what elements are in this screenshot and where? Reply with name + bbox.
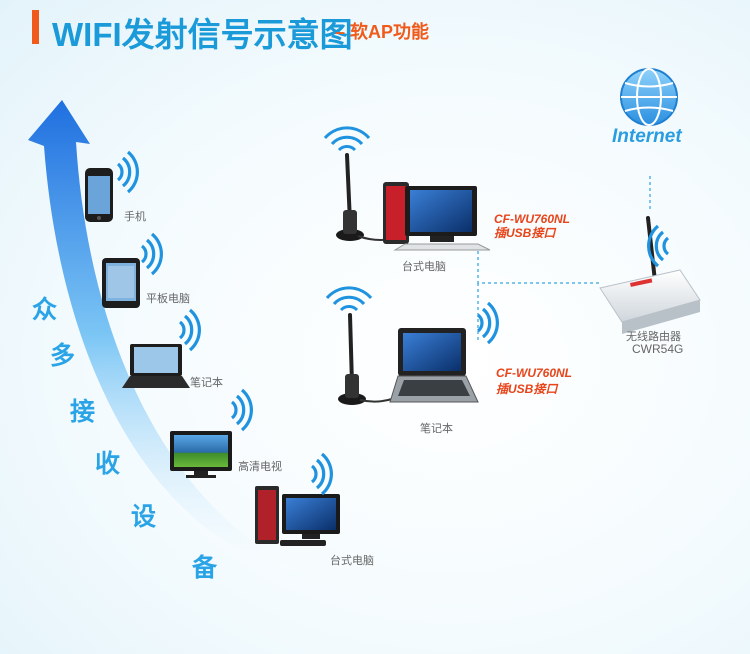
desktop-icon: [255, 486, 340, 546]
bottom-laptop-wifi-icon: [476, 301, 499, 345]
bottom-adapter-note: 插USB接口: [496, 382, 558, 396]
internet-globe-icon: [620, 68, 678, 126]
vertical-char: 众: [32, 296, 58, 324]
top-desktop-icon: [383, 182, 491, 251]
laptop-label: 笔记本: [190, 377, 223, 389]
page-title: WIFI发射信号示意图: [52, 16, 353, 53]
tv-icon: [170, 431, 232, 478]
phone-label: 手机: [124, 211, 146, 223]
connection-line: [477, 176, 651, 340]
top-adapter-model: CF-WU760NL: [494, 212, 571, 226]
tablet-icon: [102, 258, 140, 308]
bottom-laptop-icon: [389, 328, 479, 403]
router-icon: [599, 216, 701, 334]
internet-label: Internet: [612, 126, 682, 147]
bottom-adapter-model: CF-WU760NL: [496, 366, 573, 380]
desktop-wifi-icon: [310, 452, 333, 496]
vertical-char: 备: [192, 554, 218, 582]
bottom-laptop-label: 笔记本: [420, 423, 453, 435]
desktop-label: 台式电脑: [330, 555, 374, 567]
bottom-antenna-icon: [338, 313, 396, 405]
title-accent-bar: [32, 10, 39, 44]
laptop-wifi-icon: [178, 308, 201, 352]
page-subtitle: – 软AP功能: [335, 22, 430, 42]
router-model-label: CWR54G: [632, 342, 684, 356]
vertical-char: 多: [50, 342, 76, 370]
tablet-label: 平板电脑: [146, 293, 190, 305]
top-desktop-label: 台式电脑: [402, 261, 446, 273]
tablet-wifi-icon: [140, 232, 163, 276]
top-antenna-wifi-icon: [323, 126, 371, 152]
phone-wifi-icon: [116, 150, 139, 194]
receive-arrow: [28, 100, 300, 572]
top-antenna-icon: [336, 153, 406, 241]
vertical-char: 设: [131, 503, 157, 531]
laptop-icon: [122, 344, 190, 388]
phone-icon: [85, 168, 113, 222]
top-adapter-note: 插USB接口: [494, 226, 556, 240]
bottom-antenna-wifi-icon: [325, 286, 373, 312]
vertical-char: 收: [95, 450, 121, 478]
tv-label: 高清电视: [238, 461, 282, 473]
router-name-label: 无线路由器: [626, 331, 681, 343]
vertical-char: 接: [70, 398, 96, 426]
tv-wifi-icon: [230, 388, 253, 432]
router-wifi-icon: [647, 224, 670, 268]
